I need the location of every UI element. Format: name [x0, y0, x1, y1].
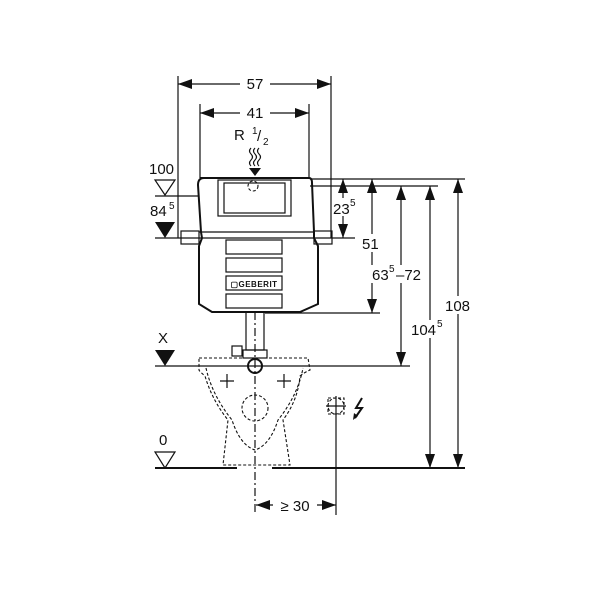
level-84-5: 84 5 [150, 201, 355, 239]
dim-41-label: 41 [247, 105, 264, 122]
lightning-icon [354, 397, 364, 419]
svg-text:2: 2 [263, 137, 269, 148]
dimension-108: 108 [443, 179, 473, 468]
level-x: X [155, 330, 410, 367]
svg-text:5: 5 [350, 198, 356, 209]
svg-text:5: 5 [389, 264, 395, 275]
dimension-min-30: ≥ 30 [256, 496, 336, 515]
brand-logo-plate [225, 275, 283, 291]
connection-label: R 1 / 2 [234, 126, 269, 148]
svg-text:0: 0 [159, 432, 167, 449]
svg-text:1: 1 [252, 126, 258, 137]
svg-text:–72: –72 [396, 267, 421, 284]
svg-text:63: 63 [372, 267, 389, 284]
dimension-41: 41 [199, 103, 310, 178]
svg-text:108: 108 [445, 298, 470, 315]
svg-text:23: 23 [333, 201, 350, 218]
water-inlet-icon [248, 147, 262, 176]
dimension-104-5: 104 5 [410, 186, 450, 468]
svg-text:5: 5 [437, 319, 443, 330]
svg-text:100: 100 [149, 161, 174, 178]
dimension-57: 57 [177, 74, 332, 238]
dimension-63-5-72: 63 5 –72 [371, 186, 431, 366]
electrical-socket-icon [326, 396, 364, 515]
cistern: ▢GEBERIT [180, 177, 333, 313]
svg-text:104: 104 [411, 322, 436, 339]
svg-text:R: R [234, 127, 245, 144]
level-100: 100 [149, 161, 198, 197]
dimension-51: 51 [360, 179, 382, 313]
dimension-23-5: 23 5 [332, 179, 360, 238]
svg-text:84: 84 [150, 203, 167, 220]
dim-57-label: 57 [247, 76, 264, 93]
toilet-outline [198, 357, 311, 466]
svg-text:≥ 30: ≥ 30 [280, 498, 309, 515]
flush-pipe [231, 311, 268, 515]
svg-text:▢GEBERIT: ▢GEBERIT [230, 280, 277, 289]
svg-text:5: 5 [169, 201, 175, 212]
svg-text:51: 51 [362, 236, 379, 253]
svg-text:/: / [257, 128, 262, 145]
svg-text:X: X [158, 330, 168, 347]
level-0-floor: 0 [153, 432, 465, 470]
